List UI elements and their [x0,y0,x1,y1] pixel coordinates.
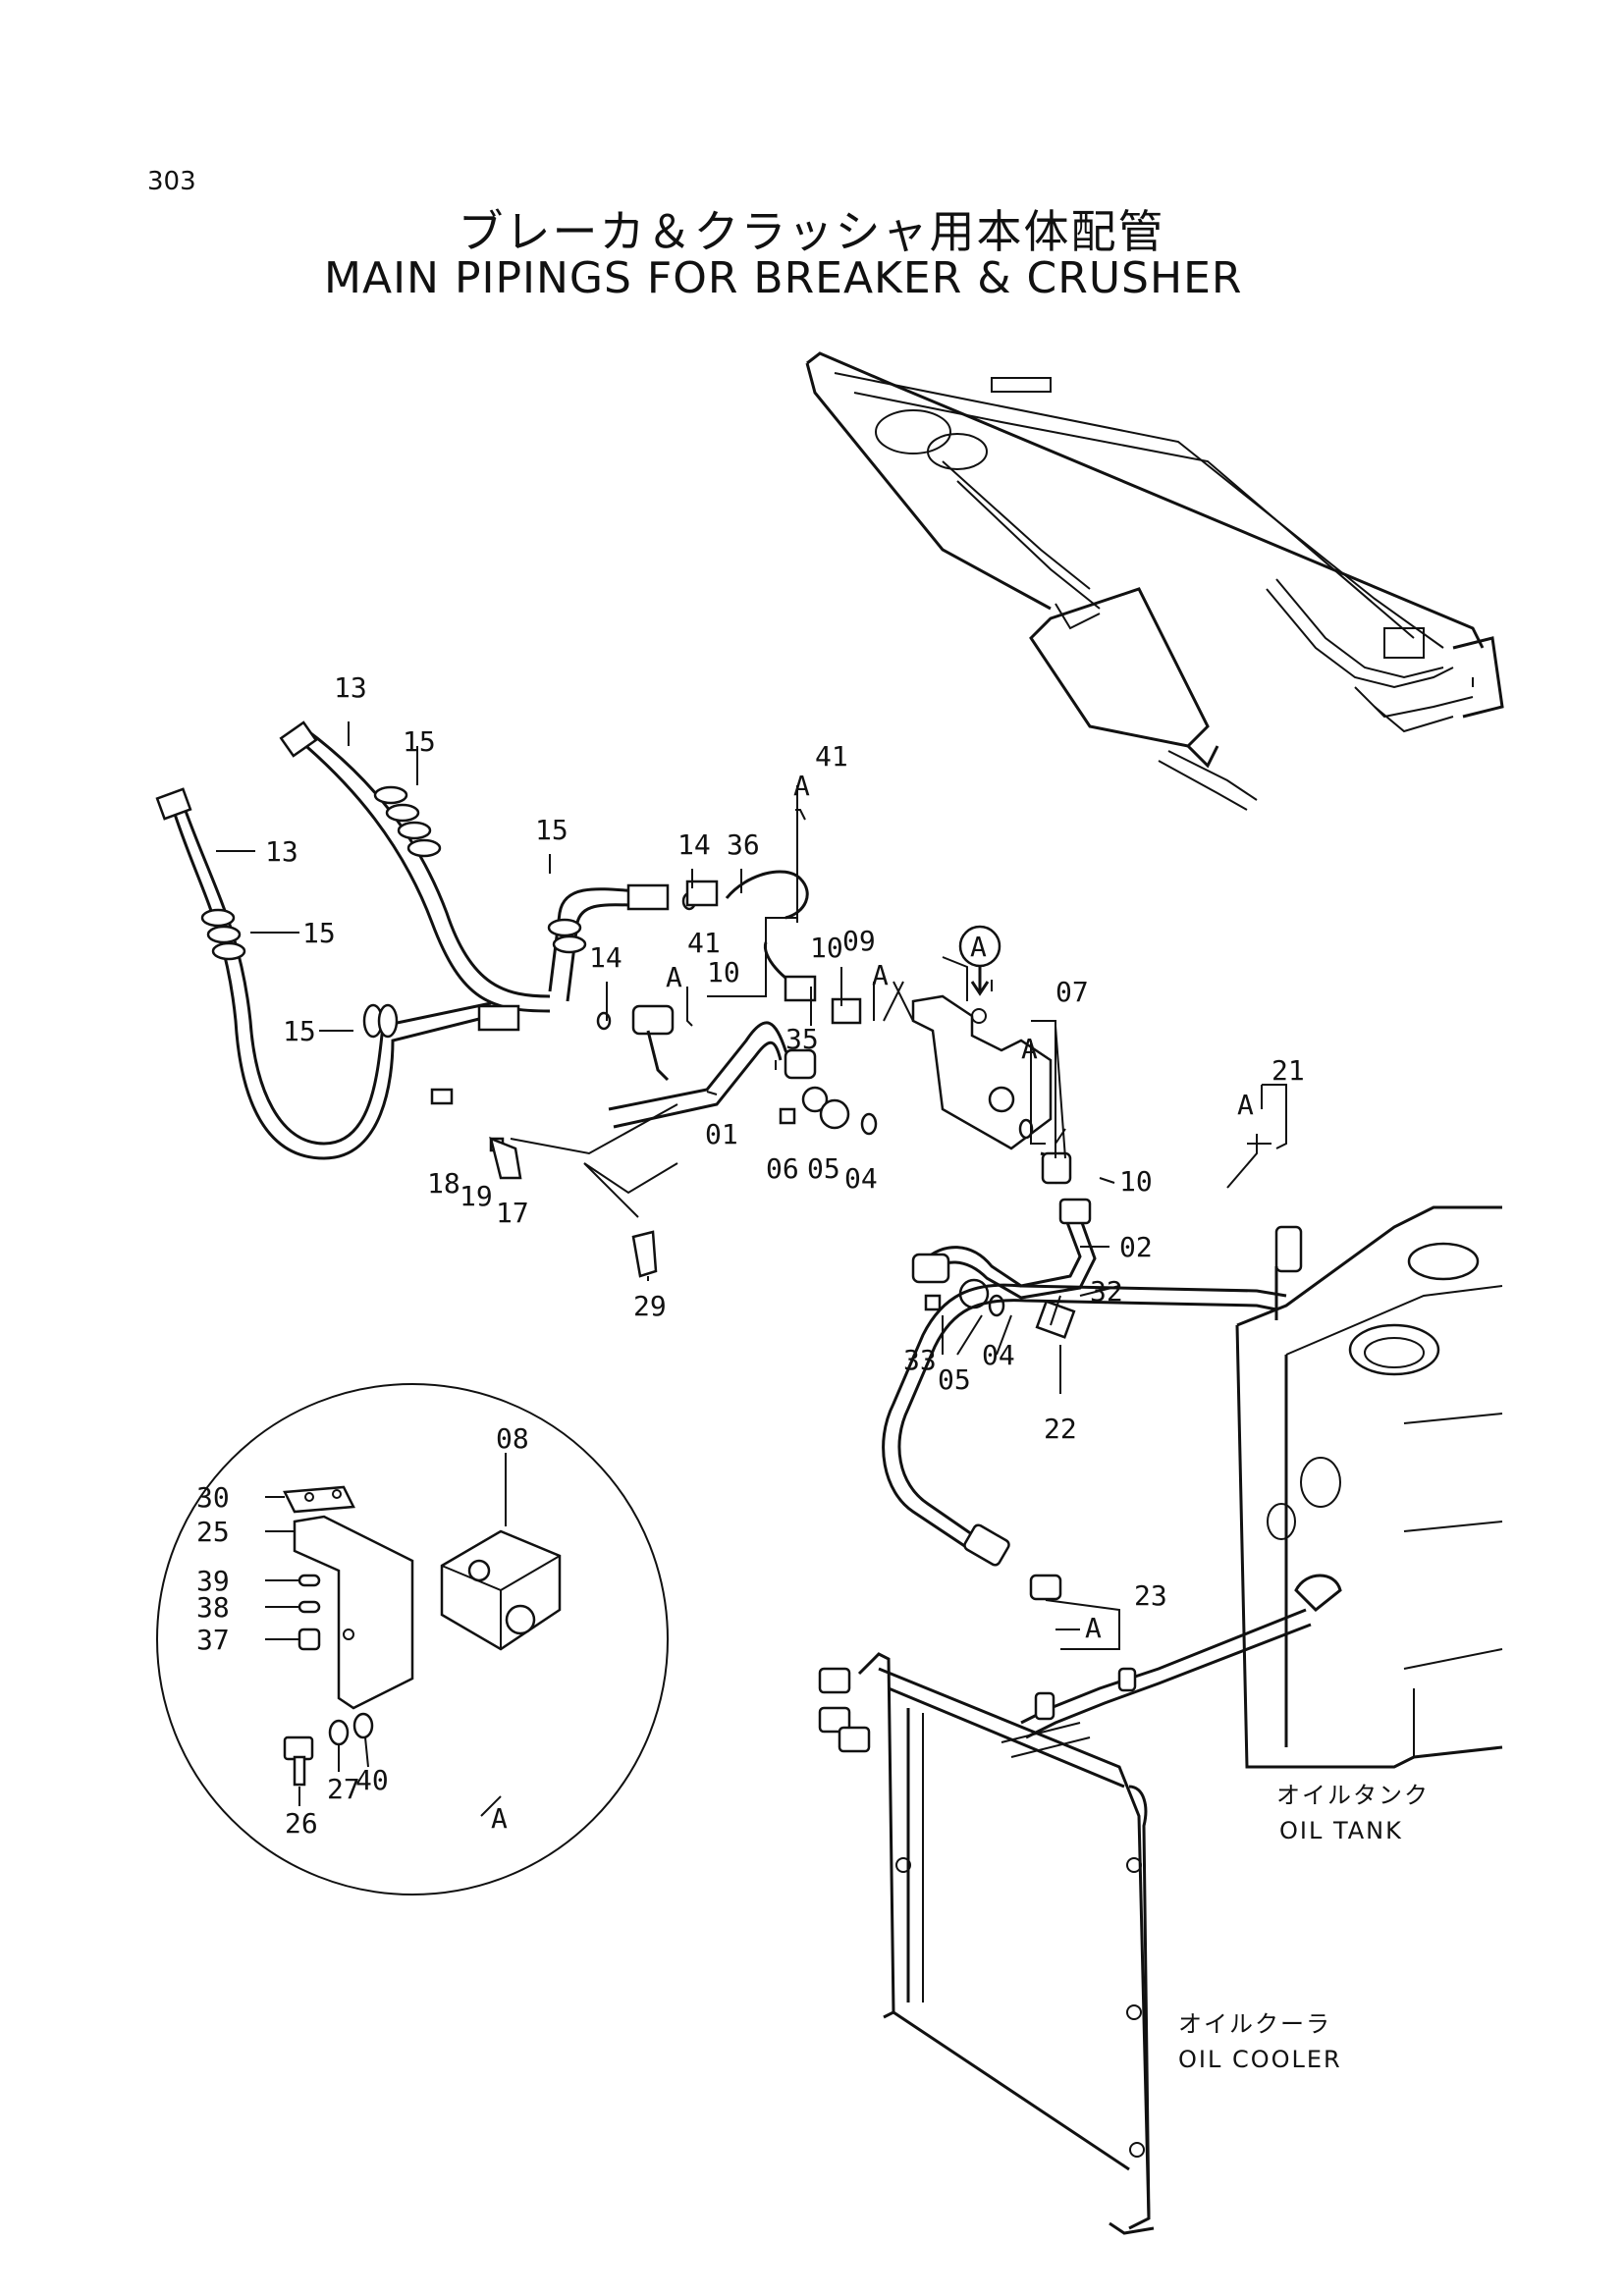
callout-06: 06 [766,1152,799,1185]
callout-02: 02 [1119,1231,1153,1263]
callout-33: 33 [903,1344,937,1376]
callout-05: 05 [807,1152,840,1185]
oil-tank-label-en: OIL TANK [1279,1817,1403,1844]
callout-25: 25 [196,1516,230,1548]
title-japanese: ブレーカ＆クラッシャ用本体配管 [458,205,1165,258]
callout-A: A [1085,1612,1102,1644]
callout-10: 10 [810,932,843,964]
oil-cooler [818,1652,1155,2235]
pipe-02-assembly [911,1198,1097,1339]
callout-27: 27 [327,1773,360,1805]
callout-A: A [666,961,682,993]
callout-A-circle: A [970,931,987,963]
callout-A: A [1237,1089,1254,1121]
callout-29: 29 [633,1290,667,1322]
callout-22: 22 [1044,1413,1077,1445]
callout-32: 32 [1090,1275,1123,1308]
callout-15: 15 [403,725,436,758]
callout-A: A [491,1802,508,1835]
leader-lines [216,721,1287,1817]
oil-cooler-label-jp: オイルクーラ [1178,2010,1331,2038]
hose-assembly-left [155,721,697,1160]
callout-01: 01 [705,1118,738,1150]
callout-A: A [872,959,889,991]
valve-block-08 [911,994,1072,1185]
callout-13: 13 [265,835,298,868]
callout-04: 04 [844,1162,878,1195]
excavator-arm-illustration [805,351,1504,811]
callout-15: 15 [302,917,336,949]
callout-40: 40 [355,1764,389,1796]
callout-A: A [1021,1033,1038,1065]
callout-41: 41 [815,740,848,773]
pipe-22 [882,1283,1287,1601]
callout-41: 41 [687,927,721,959]
callout-14: 14 [589,941,622,974]
callout-21: 21 [1271,1054,1305,1087]
callout-07: 07 [1055,976,1089,1008]
callout-18: 18 [427,1167,460,1200]
detail-view-a [156,1383,669,1896]
callout-13: 13 [334,671,367,704]
callout-09: 09 [842,925,876,957]
callout-14: 14 [677,828,711,861]
callout-38: 38 [196,1591,230,1624]
callout-35: 35 [785,1023,819,1055]
callout-A: A [793,770,810,802]
callout-26: 26 [285,1807,318,1840]
callout-39: 39 [196,1565,230,1597]
oil-tank-label-jp: オイルタンク [1276,1782,1430,1809]
callout-15: 15 [535,814,568,846]
oil-tank [1020,1205,1503,1769]
hose-wrap-15 [200,785,587,1039]
callout-17: 17 [496,1197,529,1229]
callout-23: 23 [1134,1579,1167,1612]
callout-04: 04 [982,1339,1015,1371]
callout-05: 05 [938,1363,971,1396]
title-english: MAIN PIPINGS FOR BREAKER & CRUSHER [324,253,1243,303]
callout-36: 36 [727,828,760,861]
callouts: 13 15 13 15 15 15 14 36 41 A 41 A 14 10 … [196,671,1305,1840]
callout-10: 10 [707,956,740,988]
callout-30: 30 [196,1481,230,1514]
callout-19: 19 [460,1180,493,1212]
callout-37: 37 [196,1624,230,1656]
callout-10: 10 [1119,1165,1153,1198]
page-number: 303 [147,167,196,196]
callout-08: 08 [496,1422,529,1455]
oil-cooler-label-en: OIL COOLER [1178,2046,1342,2073]
callout-15: 15 [283,1015,316,1047]
